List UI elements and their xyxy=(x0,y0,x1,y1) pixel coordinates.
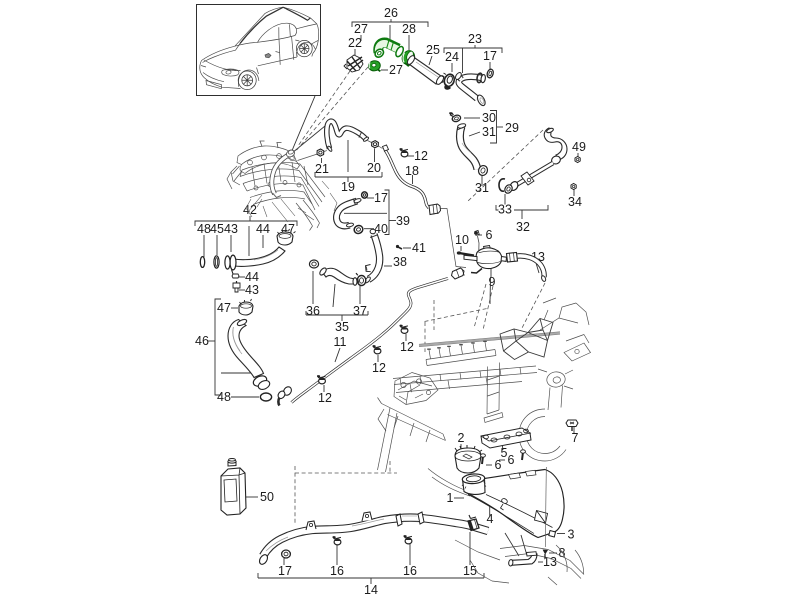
svg-text:15: 15 xyxy=(463,564,477,578)
svg-text:3: 3 xyxy=(568,528,575,542)
svg-text:48: 48 xyxy=(217,390,231,404)
svg-text:30: 30 xyxy=(482,111,496,125)
svg-text:10: 10 xyxy=(455,233,469,247)
svg-text:7: 7 xyxy=(572,431,579,445)
svg-text:43: 43 xyxy=(224,222,238,236)
svg-text:12: 12 xyxy=(414,149,428,163)
svg-text:11: 11 xyxy=(334,335,347,349)
svg-text:9: 9 xyxy=(489,275,496,289)
svg-text:45: 45 xyxy=(210,222,224,236)
svg-text:28: 28 xyxy=(402,22,416,36)
svg-text:18: 18 xyxy=(405,164,419,178)
svg-text:43: 43 xyxy=(245,283,259,297)
svg-text:32: 32 xyxy=(516,220,530,234)
svg-text:6: 6 xyxy=(495,458,502,472)
svg-text:1: 1 xyxy=(447,491,454,505)
svg-text:46: 46 xyxy=(195,334,209,348)
svg-text:12: 12 xyxy=(400,340,414,354)
svg-text:6: 6 xyxy=(508,453,515,467)
svg-text:6: 6 xyxy=(486,228,493,242)
svg-text:27: 27 xyxy=(354,22,368,36)
svg-text:24: 24 xyxy=(445,50,459,64)
svg-text:25: 25 xyxy=(426,43,440,57)
svg-text:41: 41 xyxy=(412,241,426,255)
svg-text:17: 17 xyxy=(374,191,388,205)
svg-text:27: 27 xyxy=(389,63,403,77)
svg-text:44: 44 xyxy=(245,270,259,284)
svg-text:12: 12 xyxy=(372,361,386,375)
svg-text:48: 48 xyxy=(197,222,211,236)
svg-text:31: 31 xyxy=(482,125,496,139)
svg-text:34: 34 xyxy=(568,195,582,209)
svg-text:17: 17 xyxy=(483,49,497,63)
svg-text:49: 49 xyxy=(572,140,586,154)
svg-text:21: 21 xyxy=(315,162,329,176)
svg-text:22: 22 xyxy=(348,36,362,50)
svg-text:47: 47 xyxy=(217,301,231,315)
svg-text:42: 42 xyxy=(243,203,257,217)
svg-text:23: 23 xyxy=(468,32,482,46)
svg-text:16: 16 xyxy=(330,564,344,578)
svg-text:12: 12 xyxy=(318,391,332,405)
svg-text:8: 8 xyxy=(559,546,566,560)
svg-text:20: 20 xyxy=(367,161,381,175)
svg-text:19: 19 xyxy=(341,180,355,194)
svg-text:14: 14 xyxy=(364,583,378,597)
svg-text:38: 38 xyxy=(393,255,407,269)
svg-text:36: 36 xyxy=(306,304,320,318)
svg-text:33: 33 xyxy=(498,203,512,217)
svg-text:4: 4 xyxy=(487,512,494,526)
svg-text:5: 5 xyxy=(501,446,508,460)
svg-text:40: 40 xyxy=(374,222,388,236)
svg-text:35: 35 xyxy=(335,320,349,334)
svg-text:17: 17 xyxy=(278,564,292,578)
svg-text:50: 50 xyxy=(260,490,274,504)
svg-text:29: 29 xyxy=(505,121,519,135)
svg-text:13: 13 xyxy=(543,555,557,569)
svg-text:39: 39 xyxy=(396,214,410,228)
svg-text:2: 2 xyxy=(458,431,465,445)
svg-text:37: 37 xyxy=(353,304,367,318)
svg-text:16: 16 xyxy=(403,564,417,578)
svg-text:44: 44 xyxy=(256,222,270,236)
svg-text:26: 26 xyxy=(384,6,398,20)
